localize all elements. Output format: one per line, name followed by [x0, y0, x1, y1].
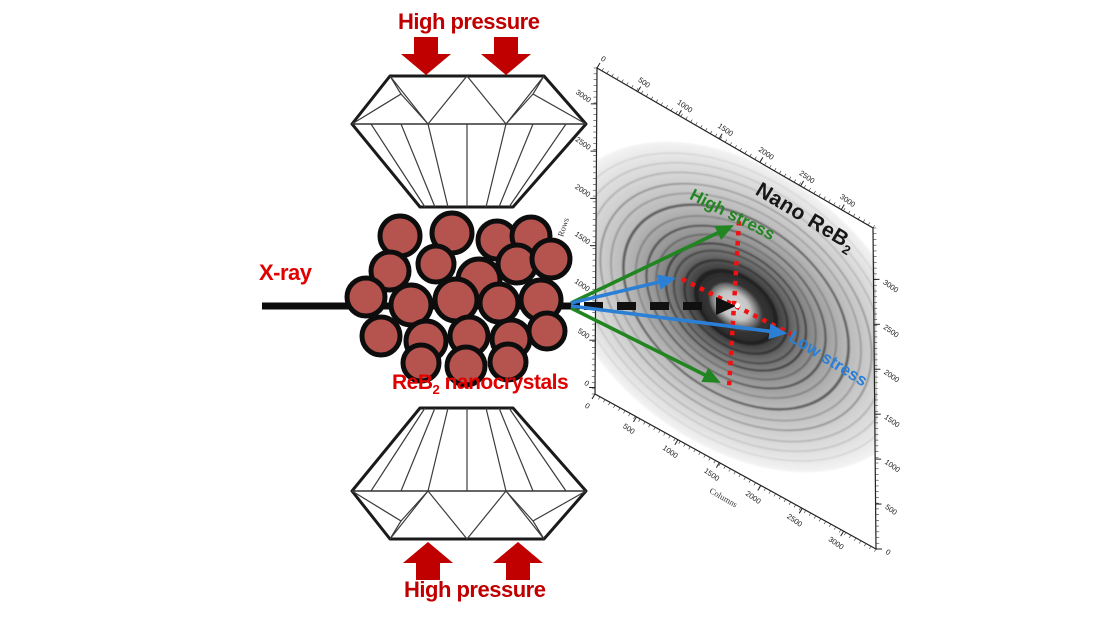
- svg-text:0: 0: [599, 54, 608, 64]
- sample-label-pre: ReB: [392, 371, 433, 394]
- pressure-arrow-bottom-left: [403, 542, 453, 580]
- svg-text:2500: 2500: [574, 135, 593, 152]
- svg-text:0: 0: [582, 378, 591, 388]
- rows-axis-title: Rows: [555, 216, 570, 238]
- svg-text:2000: 2000: [744, 489, 763, 506]
- xray-direction-arrowhead: [716, 297, 736, 315]
- xray-label: X-ray: [259, 260, 312, 285]
- beam-center-dot: [734, 302, 741, 309]
- svg-text:500: 500: [883, 502, 898, 517]
- high-pressure-top-label: High pressure: [398, 9, 540, 34]
- svg-text:2000: 2000: [757, 145, 776, 162]
- nanocrystal: [368, 249, 412, 293]
- nanocrystal: [526, 310, 568, 352]
- high-pressure-bottom-label: High pressure: [404, 577, 546, 602]
- right-axis: 3000 2500 2000 1500 1000 500 0: [873, 227, 902, 557]
- svg-text:500: 500: [636, 75, 651, 90]
- nanocrystal: [344, 275, 388, 319]
- svg-text:1500: 1500: [716, 121, 735, 138]
- nanocrystal: [415, 243, 457, 285]
- nanocrystal: [529, 237, 573, 281]
- nanocrystal: [359, 314, 403, 358]
- svg-text:1500: 1500: [883, 412, 902, 429]
- svg-text:0: 0: [583, 401, 592, 411]
- nanocrystal: [400, 342, 442, 384]
- pressure-arrow-top-left: [401, 37, 451, 75]
- svg-text:1000: 1000: [883, 457, 902, 474]
- svg-text:3000: 3000: [838, 192, 857, 209]
- nanocrystal-cluster: [344, 210, 573, 388]
- sample-label: ReB2 nanocrystals: [392, 371, 569, 398]
- pressure-arrow-top-right: [481, 37, 531, 75]
- top-diamond-anvil: [350, 74, 588, 209]
- svg-text:1000: 1000: [675, 98, 694, 115]
- low-stress-arrow-right: [570, 304, 788, 340]
- svg-text:1500: 1500: [702, 466, 721, 483]
- svg-text:0: 0: [884, 547, 893, 557]
- svg-text:3000: 3000: [881, 278, 900, 295]
- svg-text:500: 500: [621, 422, 636, 437]
- svg-text:3000: 3000: [574, 88, 593, 105]
- low-stress-arrow-left: [570, 274, 677, 305]
- high-stress-axis-marker: [726, 220, 742, 389]
- bottom-diamond-anvil: [350, 406, 588, 541]
- svg-text:2500: 2500: [785, 512, 804, 529]
- nanocrystal: [487, 341, 529, 383]
- svg-text:1000: 1000: [661, 443, 680, 460]
- svg-text:2500: 2500: [882, 323, 901, 340]
- columns-axis-title: Columns: [708, 485, 740, 509]
- svg-text:2000: 2000: [882, 368, 901, 385]
- high-stress-arrow-up: [570, 225, 734, 305]
- high-stress-arrow-down: [570, 306, 721, 383]
- nanocrystal: [477, 281, 521, 325]
- pressure-arrow-bottom-right: [493, 542, 543, 580]
- svg-text:1000: 1000: [573, 277, 592, 294]
- svg-text:3000: 3000: [827, 535, 846, 552]
- nanocrystal: [444, 344, 488, 388]
- svg-text:2000: 2000: [573, 182, 592, 199]
- sample-label-post: nanocrystals: [439, 371, 569, 394]
- svg-text:500: 500: [576, 326, 591, 341]
- svg-text:1500: 1500: [573, 229, 592, 246]
- sample-label-sub: 2: [432, 382, 440, 398]
